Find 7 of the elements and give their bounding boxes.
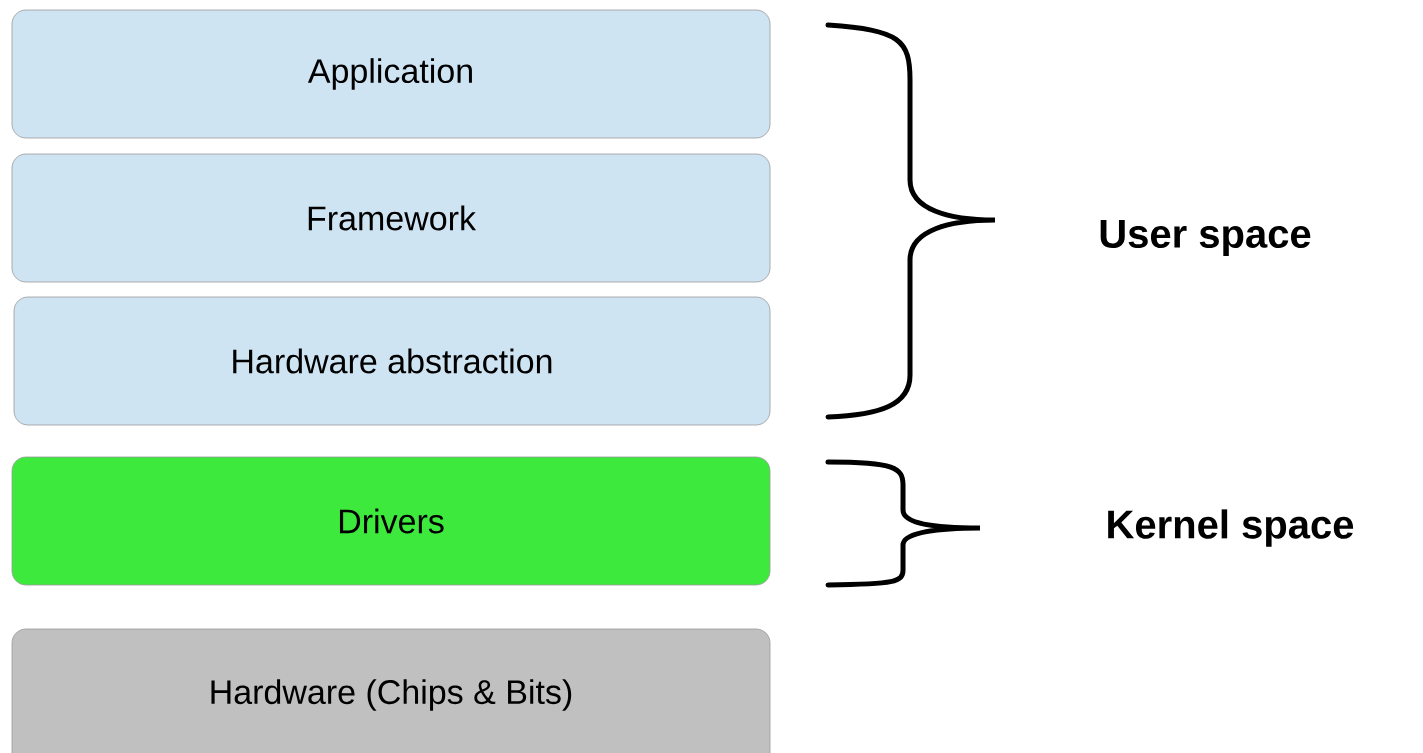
- layer-box: Framework: [11, 153, 771, 283]
- layer-box: Drivers: [11, 456, 771, 586]
- layer-box: Hardware abstraction: [13, 296, 771, 426]
- layer-box: Application: [11, 9, 771, 139]
- space-label: User space: [1100, 220, 1311, 256]
- space-label: Kernel space: [1108, 509, 1354, 547]
- layer-box: Hardware (Chips & Bits): [11, 628, 771, 753]
